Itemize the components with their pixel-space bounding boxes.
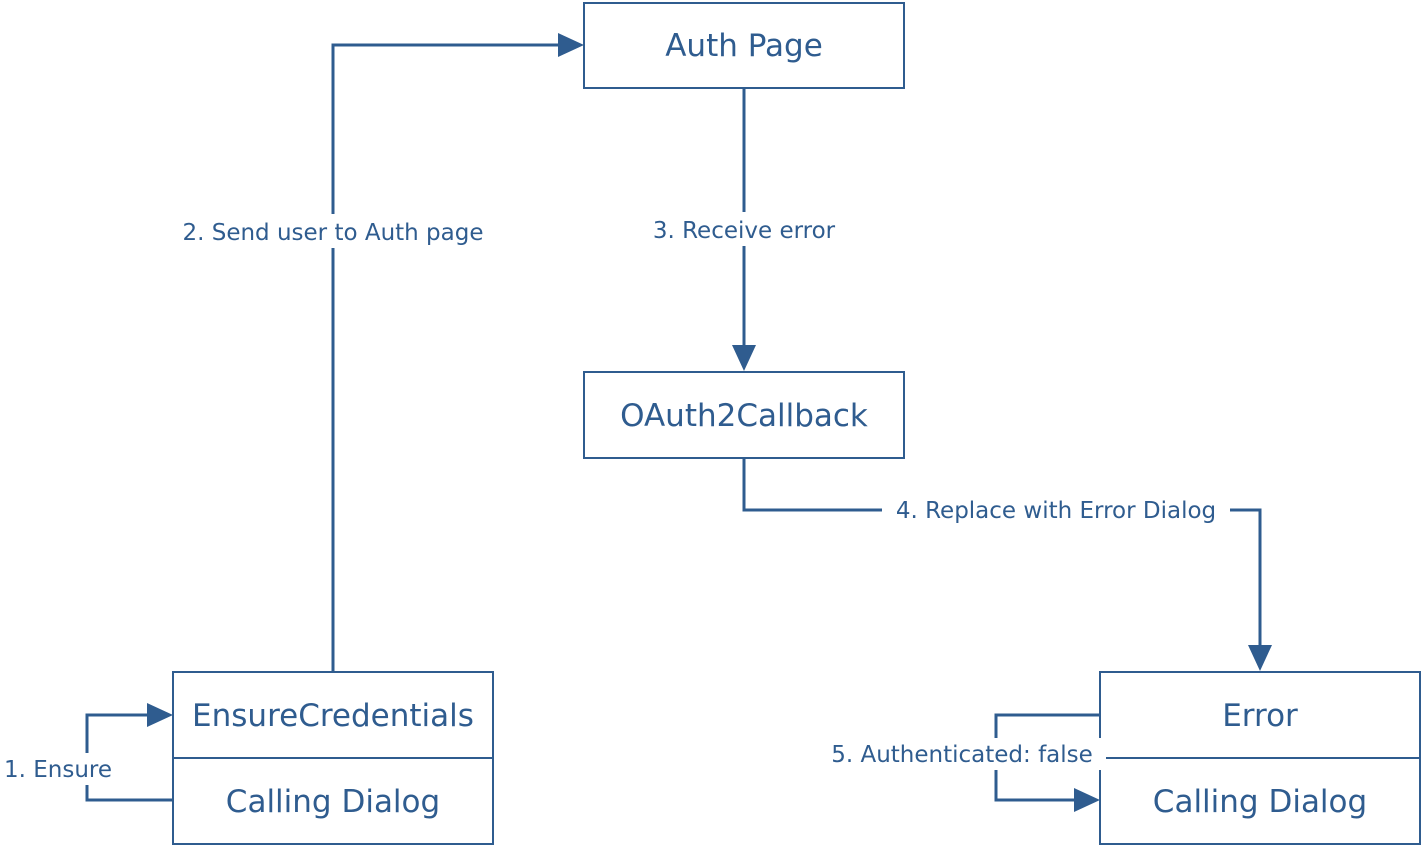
edge-label-receive-error: 3. Receive error xyxy=(653,218,836,244)
node-ensure-credentials: EnsureCredentials xyxy=(172,671,494,759)
node-auth-page: Auth Page xyxy=(583,2,905,89)
edge-label-authenticated-false: 5. Authenticated: false xyxy=(831,742,1093,768)
node-oauth2-callback: OAuth2Callback xyxy=(583,371,905,459)
connector-replace-with-error-dialog xyxy=(742,458,1272,671)
node-calling-dialog-left: Calling Dialog xyxy=(172,757,494,845)
node-ensure-credentials-label: EnsureCredentials xyxy=(192,698,474,734)
label-backing xyxy=(882,494,1230,526)
label-backing xyxy=(168,214,498,248)
label-backing xyxy=(818,738,1106,770)
edge-label-send-user: 2. Send user to Auth page xyxy=(182,220,483,246)
node-calling-dialog-right-label: Calling Dialog xyxy=(1153,784,1367,820)
node-error-label: Error xyxy=(1222,698,1298,734)
connector-send-user-to-auth-page xyxy=(331,33,584,672)
node-oauth2-callback-label: OAuth2Callback xyxy=(620,398,868,434)
node-auth-page-label: Auth Page xyxy=(665,28,823,64)
node-error: Error xyxy=(1099,671,1421,759)
label-backing xyxy=(0,753,118,785)
edge-label-replace-with-error-dialog: 4. Replace with Error Dialog xyxy=(896,498,1216,524)
node-calling-dialog-left-label: Calling Dialog xyxy=(226,784,440,820)
edge-label-ensure: 1. Ensure xyxy=(4,757,112,783)
label-backing xyxy=(640,212,848,246)
connector-ensure xyxy=(85,703,173,802)
node-calling-dialog-right: Calling Dialog xyxy=(1099,757,1421,845)
